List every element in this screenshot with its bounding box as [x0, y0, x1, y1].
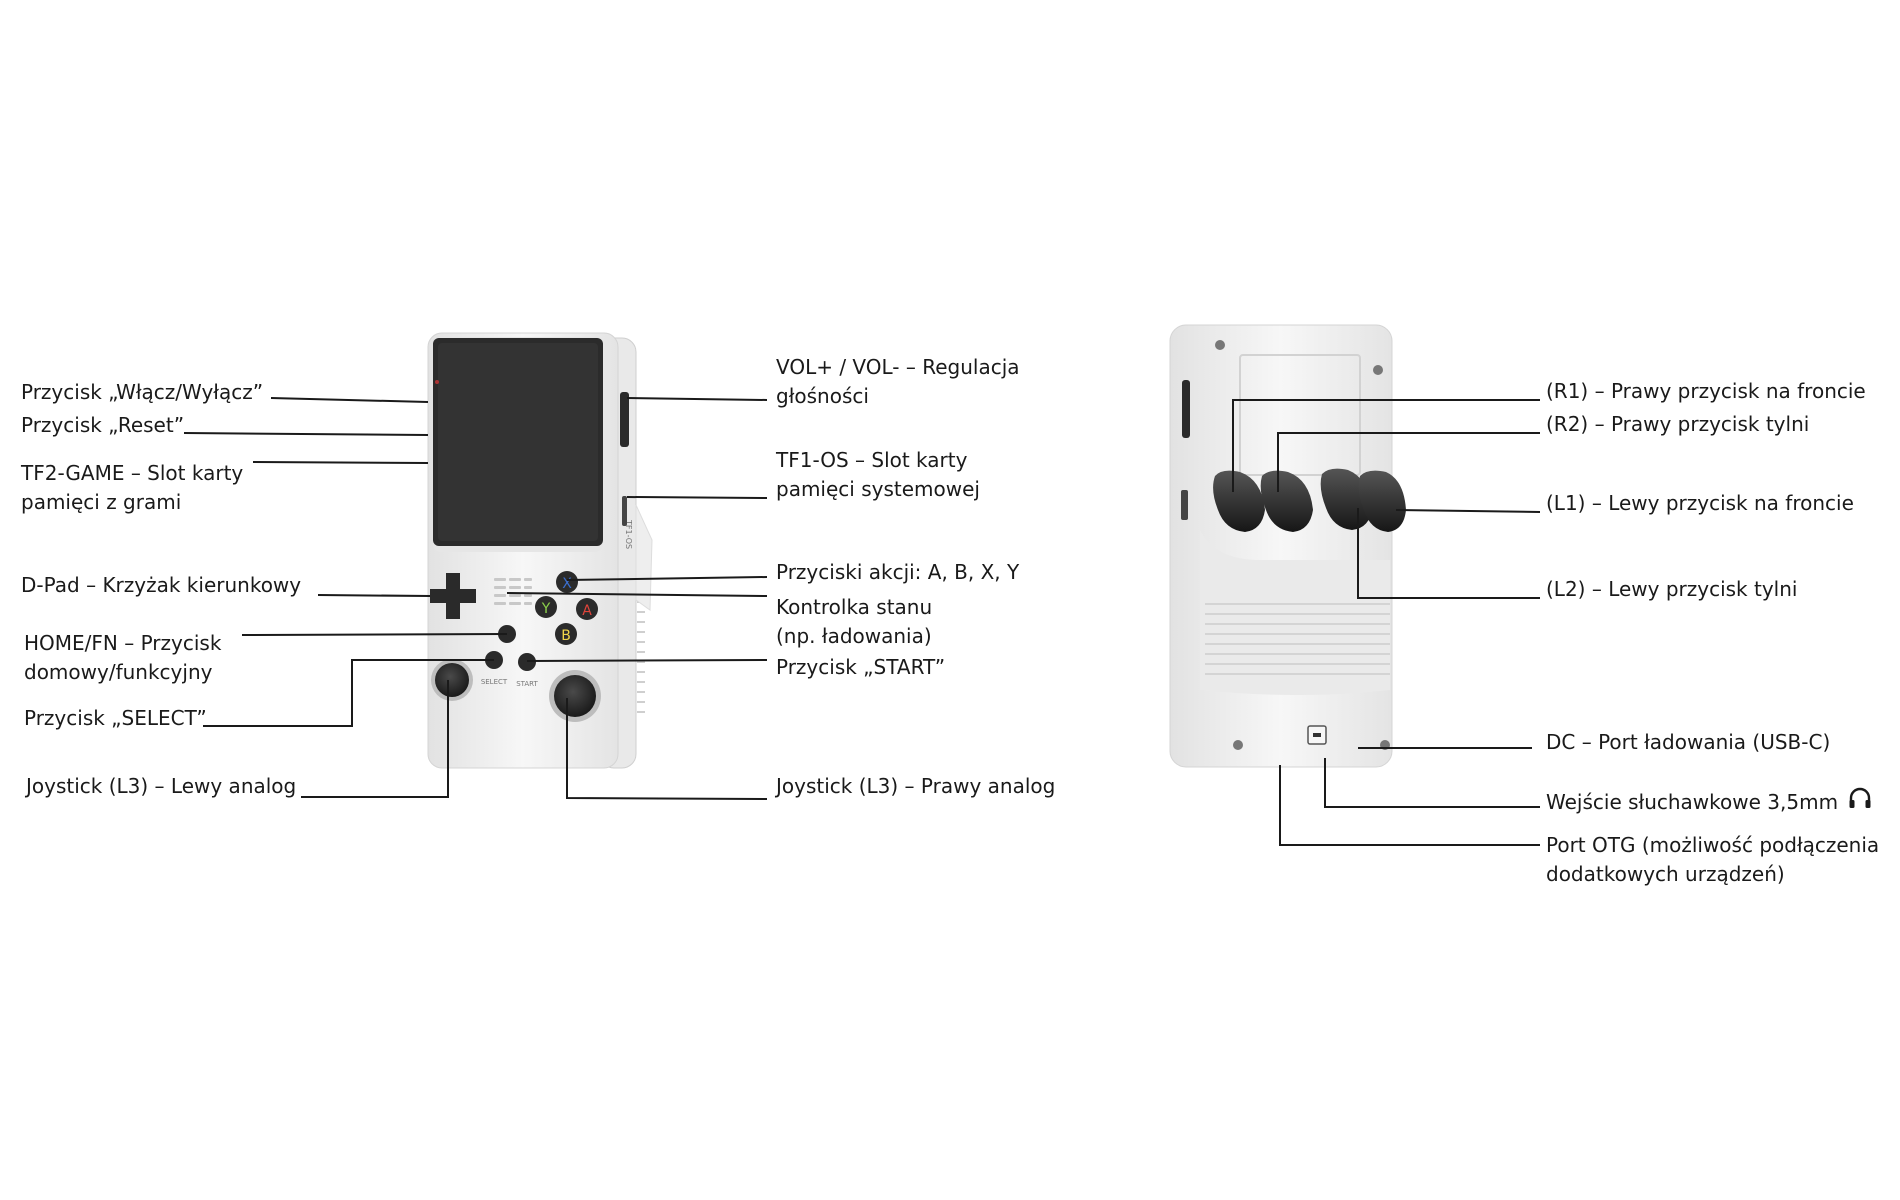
label-start: Przycisk „START”: [776, 653, 945, 682]
label-power: Przycisk „Włącz/Wyłącz”: [21, 378, 263, 407]
label-volume-line1: VOL+ / VOL- – Regulacja: [776, 355, 1020, 379]
label-home-line1: HOME/FN – Przycisk: [24, 631, 222, 655]
screw-icon: [1373, 365, 1383, 375]
label-dc: DC – Port ładowania (USB-C): [1546, 728, 1830, 757]
leader-l1: [1395, 509, 1541, 513]
label-tf2-line1: TF2-GAME – Slot karty: [21, 461, 244, 485]
label-status: Kontrolka stanu (np. ładowania): [776, 593, 932, 651]
side-vents: [637, 601, 645, 713]
tf1-slot: [622, 496, 627, 526]
face-buttons: X Y A B: [535, 571, 598, 645]
screw-icon: [1233, 740, 1243, 750]
label-joy-left: Joystick (L3) – Lewy analog: [26, 772, 296, 801]
speaker-grille: [494, 578, 532, 605]
label-dc-text: DC – Port ładowania (USB-C): [1546, 730, 1831, 754]
leader-start: [526, 659, 768, 662]
label-tf1-line1: TF1-OS – Slot karty: [776, 448, 968, 472]
label-status-line1: Kontrolka stanu: [776, 595, 933, 619]
button-a-label: A: [582, 603, 592, 619]
label-tf2-line2: pamięci z grami: [21, 490, 182, 514]
label-r1: (R1) – Prawy przycisk na froncie: [1546, 377, 1866, 406]
back-vents: [1205, 603, 1390, 675]
front-leader-lines: [183, 397, 768, 800]
leader-r2: [1277, 432, 1540, 492]
label-l1: (L1) – Lewy przycisk na froncie: [1546, 489, 1854, 518]
leader-joy-left: [301, 680, 449, 798]
label-select: Przycisk „SELECT”: [24, 704, 207, 733]
back-leader-lines: [1232, 399, 1541, 846]
label-joy-right: Joystick (L3) – Prawy analog: [776, 772, 1055, 801]
label-dpad-text: D-Pad – Krzyżak kierunkowy: [21, 573, 302, 597]
trigger-r1: [1213, 470, 1265, 532]
label-headphone-row: Wejście słuchawkowe 3,5mm: [1546, 787, 1872, 817]
front-device: TF1-OS: [427, 332, 653, 769]
volume-rocker: [620, 392, 629, 447]
label-volume: VOL+ / VOL- – Regulacja głośności: [776, 353, 1020, 411]
leader-reset: [183, 432, 429, 436]
label-select-text: Przycisk „SELECT”: [24, 706, 207, 730]
label-otg-line2: dodatkowych urządzeń): [1546, 862, 1785, 886]
select-text: SELECT: [481, 678, 508, 686]
leader-dpad: [317, 594, 431, 597]
label-action: Przyciski akcji: A, B, X, Y: [776, 558, 1019, 587]
label-joy-left-text: Joystick (L3) – Lewy analog: [26, 774, 297, 798]
label-joy-right-text: Joystick (L3) – Prawy analog: [776, 774, 1056, 798]
leader-tf1: [626, 496, 768, 499]
label-otg: Port OTG (możliwość podłączenia dodatkow…: [1546, 831, 1879, 889]
label-l2: (L2) – Lewy przycisk tylni: [1546, 575, 1797, 604]
button-x-label: X: [562, 576, 572, 592]
leader-otg: [1279, 765, 1540, 846]
button-y-label: Y: [541, 601, 551, 617]
label-tf1: TF1-OS – Slot karty pamięci systemowej: [776, 446, 980, 504]
leader-select: [203, 659, 494, 727]
right-joystick: [554, 675, 596, 717]
start-text: START: [516, 680, 538, 688]
label-headphone: Wejście słuchawkowe 3,5mm: [1546, 787, 1872, 817]
leader-action: [566, 576, 768, 581]
label-otg-line1: Port OTG (możliwość podłączenia: [1546, 833, 1880, 857]
label-tf1-line2: pamięci systemowej: [776, 477, 980, 501]
start-button: [518, 653, 536, 671]
leader-r1: [1232, 399, 1540, 492]
leader-home: [241, 633, 508, 636]
label-action-text: Przyciski akcji: A, B, X, Y: [776, 560, 1020, 584]
leader-l2: [1357, 508, 1540, 599]
power-led: [435, 380, 439, 384]
label-r2: (R2) – Prawy przycisk tylni: [1546, 410, 1809, 439]
leader-status: [506, 592, 768, 597]
leader-joy-right: [566, 698, 768, 800]
trigger-l1: [1358, 470, 1406, 532]
button-b-label: B: [561, 628, 571, 644]
label-status-line2: (np. ładowania): [776, 624, 932, 648]
leader-headphone: [1324, 758, 1540, 808]
label-reset: Przycisk „Reset”: [21, 411, 184, 440]
label-home-line2: domowy/funkcyjny: [24, 660, 213, 684]
label-r1-text: (R1) – Prawy przycisk na froncie: [1546, 379, 1866, 403]
label-power-text: Przycisk „Włącz/Wyłącz”: [21, 380, 264, 404]
left-joystick: [435, 663, 469, 697]
label-tf2: TF2-GAME – Slot karty pamięci z grami: [21, 459, 243, 517]
shoulder-triggers: [1213, 468, 1406, 532]
dpad: [430, 573, 476, 619]
back-device: [1169, 324, 1406, 768]
trigger-r2: [1260, 470, 1313, 532]
label-l1-text: (L1) – Lewy przycisk na froncie: [1546, 491, 1854, 515]
label-home: HOME/FN – Przycisk domowy/funkcyjny: [24, 629, 221, 687]
label-volume-line2: głośności: [776, 384, 869, 408]
leader-power: [270, 397, 429, 403]
leader-tf2: [252, 461, 429, 464]
headphone-icon: [1848, 787, 1872, 817]
screw-icon: [1215, 340, 1225, 350]
label-r2-text: (R2) – Prawy przycisk tylni: [1546, 412, 1810, 436]
label-headphone-text: Wejście słuchawkowe 3,5mm: [1546, 789, 1839, 814]
label-dpad: D-Pad – Krzyżak kierunkowy: [21, 571, 301, 600]
leader-volume: [626, 397, 768, 401]
label-start-text: Przycisk „START”: [776, 655, 946, 679]
side-slot-text: TF1-OS: [624, 519, 633, 549]
label-reset-text: Przycisk „Reset”: [21, 413, 185, 437]
label-l2-text: (L2) – Lewy przycisk tylni: [1546, 577, 1798, 601]
